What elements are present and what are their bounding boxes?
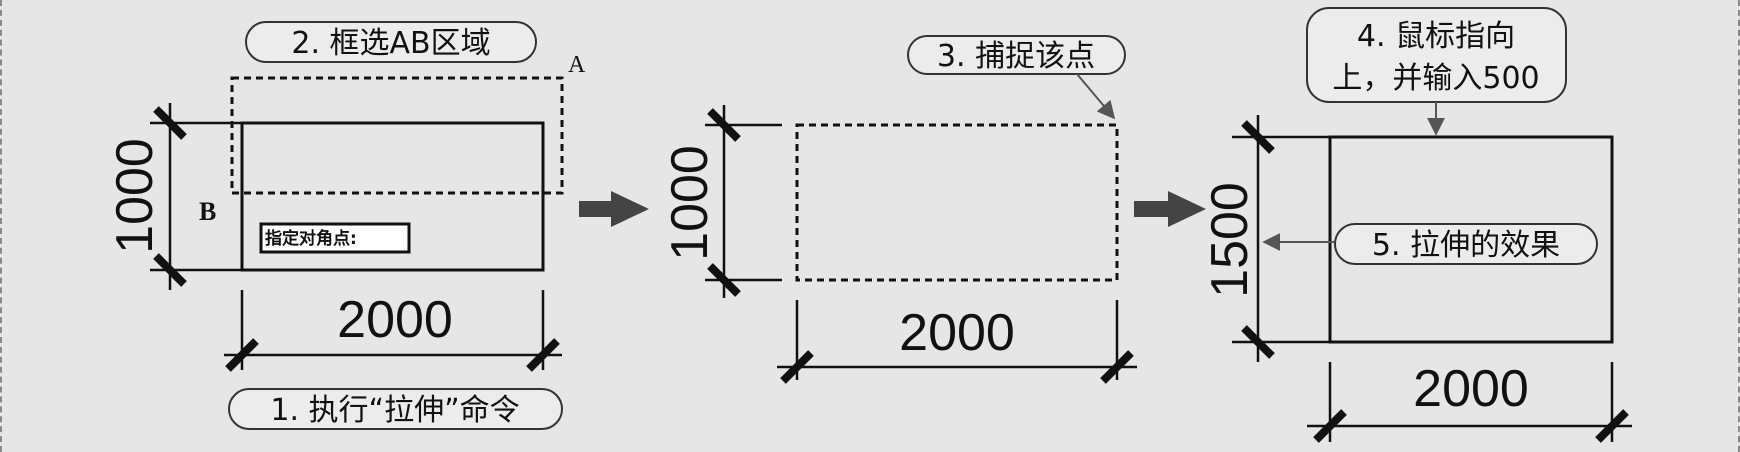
width-dim-label-3: 2000 (1413, 360, 1529, 418)
step-4-text-line1: 4. 鼠标指向 (1357, 19, 1515, 54)
height-dimension-3 (1232, 115, 1330, 362)
step-2-callout: 2. 框选AB区域 (245, 21, 537, 63)
panel-1: A B 指定对角点: 1000 2000 2. 框选AB区域 (106, 21, 586, 430)
height-dimension-1 (150, 103, 242, 290)
step-4-callout: 4. 鼠标指向 上，并输入500 (1306, 7, 1567, 103)
rectangle-stretched (1328, 135, 1614, 344)
width-dimension-3 (1307, 362, 1632, 443)
step-5-callout: 5. 拉伸的效果 (1334, 223, 1598, 265)
step-3-text: 3. 捕捉该点 (937, 39, 1095, 74)
height-dim-label-3: 1500 (1201, 182, 1259, 298)
height-dimension-2 (705, 105, 782, 298)
step-5-text: 5. 拉伸的效果 (1372, 228, 1560, 263)
width-dim-label-2: 2000 (899, 304, 1015, 362)
step-1-callout: 1. 执行“拉伸”命令 (228, 388, 563, 430)
rectangle-selected (795, 123, 1119, 282)
width-dimension-2 (777, 300, 1137, 384)
panel-2: 1000 2000 3. 捕捉该点 (661, 35, 1137, 384)
width-dimension-1 (224, 290, 562, 372)
step-3-callout: 3. 捕捉该点 (907, 35, 1126, 75)
selection-box-ab (230, 76, 564, 195)
arrow-right-icon (579, 191, 649, 227)
leader-arrow-icon (1076, 73, 1116, 120)
command-prompt-text: 指定对角点: (265, 228, 357, 249)
point-a-label: A (568, 52, 586, 78)
rectangle-original (240, 121, 545, 272)
arrow-right-icon (1134, 191, 1206, 227)
step-4-text-line2: 上，并输入500 (1332, 61, 1539, 96)
height-dim-label-1: 1000 (106, 138, 164, 254)
panel-3: 1500 2000 4. 鼠标指向 上，并输入500 5. 拉伸的效果 (1201, 7, 1632, 443)
step-1-text: 1. 执行“拉伸”命令 (270, 393, 519, 428)
step-2-text: 2. 框选AB区域 (291, 26, 490, 61)
height-dim-label-2: 1000 (661, 145, 719, 261)
command-prompt-box: 指定对角点: (259, 222, 411, 254)
width-dim-label-1: 2000 (337, 291, 453, 349)
point-b-label: B (199, 197, 216, 226)
